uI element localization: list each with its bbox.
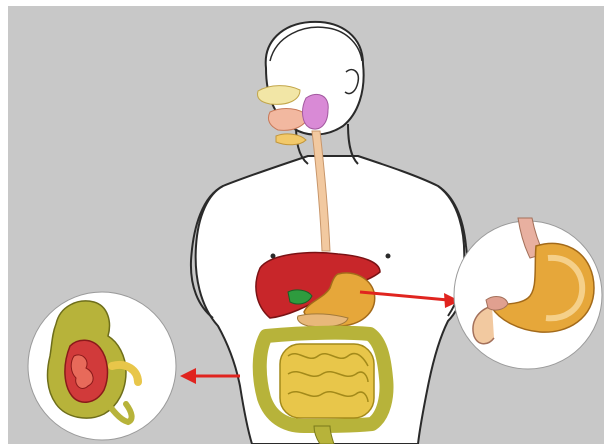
pancreas bbox=[297, 314, 348, 327]
small-intestine bbox=[280, 344, 374, 418]
colon-detail-inset bbox=[28, 292, 176, 440]
digestive-system-figure bbox=[8, 6, 604, 444]
salivary-gland bbox=[303, 94, 329, 129]
nipple-right bbox=[386, 254, 391, 259]
diagram-panel bbox=[8, 6, 604, 444]
